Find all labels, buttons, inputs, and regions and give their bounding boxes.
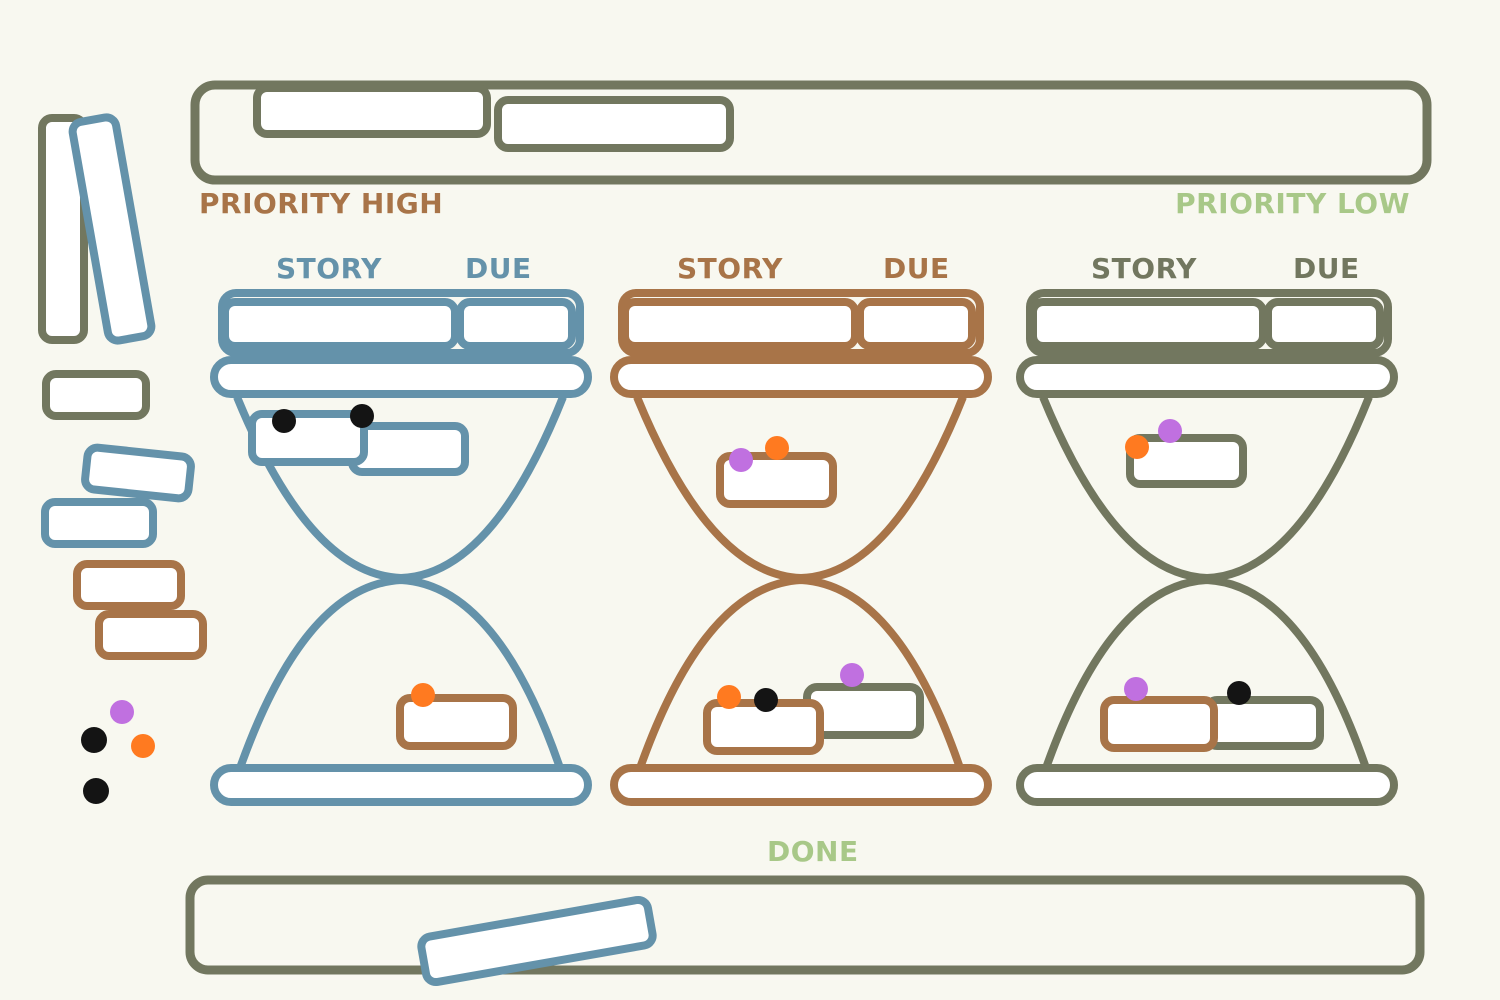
column-2-due-label: DUE [883,252,950,285]
backlog-card[interactable] [95,610,207,660]
column-2-story-label: STORY [677,252,783,285]
priority-low-label: PRIORITY LOW [1175,187,1410,220]
card[interactable] [1203,696,1324,750]
purple-dot[interactable] [1124,677,1148,701]
column-3-due-label: DUE [1293,252,1360,285]
orange-dot[interactable] [765,436,789,460]
purple-dot[interactable] [110,700,134,724]
card[interactable] [1100,696,1218,752]
column-3-top-cap [1016,356,1398,398]
card[interactable] [348,422,469,476]
backlog-card[interactable] [42,370,150,420]
purple-dot[interactable] [1158,419,1182,443]
backlog-card[interactable] [38,114,88,344]
column-2-bottom-cap [610,764,992,806]
backlog-card[interactable] [68,113,156,345]
column-1-top-cap [210,356,592,398]
black-dot[interactable] [83,778,109,804]
card[interactable] [1126,434,1247,488]
column-3-header-due-card[interactable] [1264,298,1384,350]
column-1-due-label: DUE [465,252,532,285]
column-2-header-story-card[interactable] [621,298,859,350]
done-lane [185,875,1425,975]
card[interactable] [494,96,734,152]
black-dot[interactable] [81,727,107,753]
card[interactable] [396,694,517,750]
column-1-story-label: STORY [276,252,382,285]
black-dot[interactable] [272,409,296,433]
black-dot[interactable] [350,404,374,428]
black-dot[interactable] [754,688,778,712]
column-1-bottom-cap [210,764,592,806]
priority-lane [190,80,1432,185]
backlog-card[interactable] [81,443,195,503]
backlog-card[interactable] [73,560,185,610]
column-3-header-story-card[interactable] [1029,298,1267,350]
column-3-hourglass [1016,289,1398,806]
column-3-glass-outline [1039,395,1373,770]
column-1-hourglass [210,289,592,806]
purple-dot[interactable] [729,448,753,472]
done-label: DONE [767,835,859,868]
orange-dot[interactable] [411,683,435,707]
card[interactable] [417,895,657,987]
backlog-card[interactable] [41,498,157,548]
card[interactable] [253,84,491,138]
column-3-bottom-cap [1016,764,1398,806]
purple-dot[interactable] [840,663,864,687]
orange-dot[interactable] [131,734,155,758]
column-3-story-label: STORY [1091,252,1197,285]
column-2-glass-outline [633,395,967,770]
column-1-header-due-card[interactable] [456,298,576,350]
orange-dot[interactable] [1125,435,1149,459]
column-2-header-due-card[interactable] [856,298,976,350]
black-dot[interactable] [1227,681,1251,705]
column-2-top-cap [610,356,992,398]
orange-dot[interactable] [717,685,741,709]
card[interactable] [248,410,368,466]
column-2-hourglass [610,289,992,806]
column-1-glass-outline [233,395,567,770]
column-1-header-story-card[interactable] [221,298,459,350]
priority-high-label: PRIORITY HIGH [199,187,444,220]
